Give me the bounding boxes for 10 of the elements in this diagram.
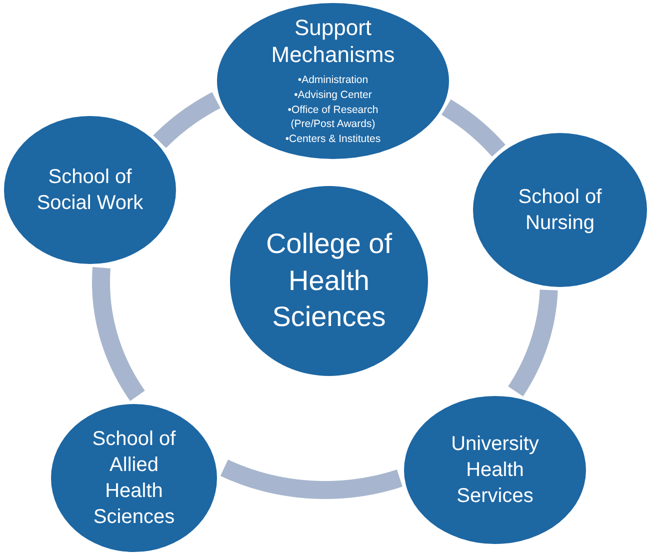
list-item: •Advising Center xyxy=(294,88,372,103)
node-label: School of Nursing xyxy=(517,185,603,236)
list-item: •Office of Research (Pre/Post Awards) xyxy=(286,102,380,132)
node-label: Support Mechanisms xyxy=(270,15,396,68)
node-label: School of Allied Health Sciences xyxy=(91,427,177,530)
list-item: •Administration xyxy=(298,73,368,88)
list-item: •Centers & Institutes xyxy=(285,132,381,147)
node-label: School of Social Work xyxy=(36,165,144,216)
node-label: College of Health Sciences xyxy=(264,227,394,334)
node-label: University Health Services xyxy=(450,432,540,509)
